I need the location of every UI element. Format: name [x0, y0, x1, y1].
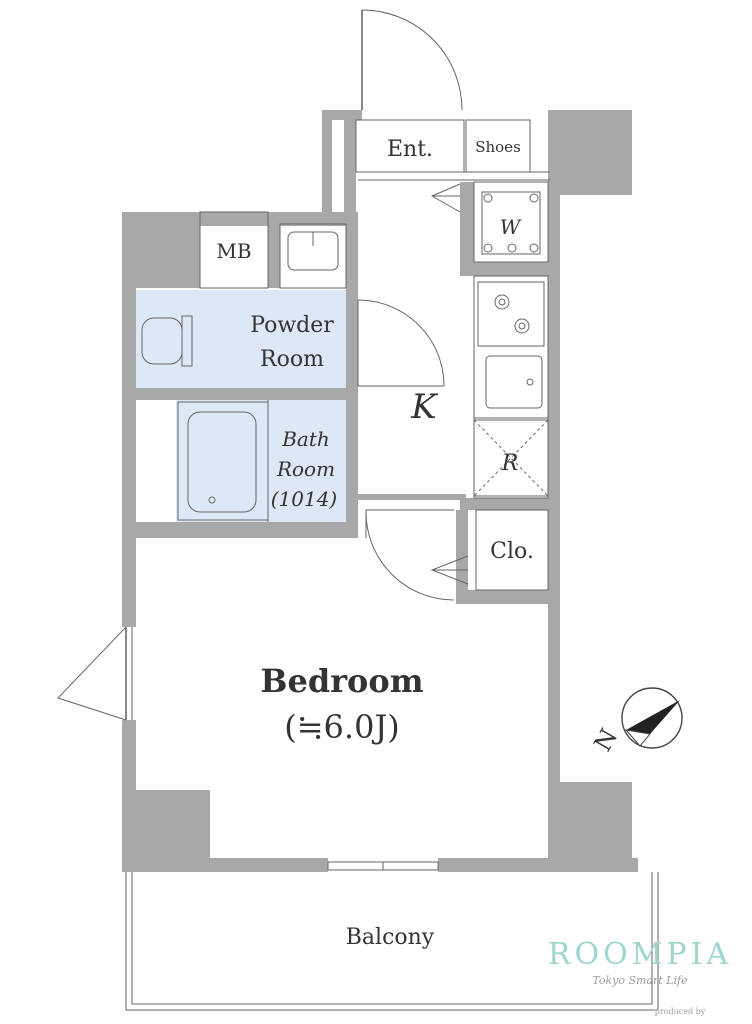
entrance-label: Ent.: [387, 137, 433, 162]
bath-room-size: (1014): [271, 487, 338, 511]
produced-by: produced by: [655, 1007, 706, 1016]
shoe-closet-door[interactable]: [430, 183, 461, 213]
walls: [122, 110, 638, 872]
bedroom-side-window[interactable]: [57, 626, 133, 721]
balcony-label: Balcony: [346, 925, 435, 950]
powder-room-door[interactable]: [357, 299, 445, 387]
brand-logo: ROOMPIA: [548, 937, 732, 972]
brand-watermark: ROOMPIA Tokyo Smart Life produced by: [548, 937, 732, 1016]
bedroom-size: (≒6.0J): [284, 708, 400, 746]
compass-north-label: N: [589, 724, 624, 756]
bedroom-door[interactable]: [365, 509, 455, 601]
entrance-door[interactable]: [361, 9, 463, 111]
powder-room-label-1: Powder: [250, 313, 334, 338]
bedroom-label: Bedroom: [260, 662, 423, 700]
powder-room: Powder Room: [136, 290, 346, 388]
washer-space: W: [473, 181, 549, 263]
meter-box-label: MB: [216, 239, 251, 263]
closet-label: Clo.: [490, 539, 534, 564]
bath-room: Bath Room (1014): [176, 400, 346, 522]
compass-needle-icon: [626, 700, 680, 734]
bath-room-label-2: Room: [276, 457, 335, 481]
kitchen: K: [410, 275, 549, 499]
brand-tagline: Tokyo Smart Life: [592, 974, 688, 987]
bath-room-label-1: Bath: [281, 427, 330, 451]
closet: Clo.: [475, 509, 549, 591]
closet-door[interactable]: [430, 555, 469, 585]
washer-label: W: [500, 215, 522, 239]
refrigerator-label: R: [501, 451, 519, 476]
powder-room-label-2: Room: [260, 347, 324, 372]
balcony-window[interactable]: [327, 861, 439, 871]
washbasin: [279, 223, 347, 289]
kitchen-label: K: [410, 387, 439, 427]
entrance-area: Ent.: [355, 119, 550, 181]
balcony: Balcony: [125, 872, 659, 1011]
refrigerator-space: R: [473, 419, 549, 497]
meter-box: MB: [199, 211, 269, 289]
bedroom: Bedroom (≒6.0J): [260, 662, 423, 746]
compass: N: [589, 687, 683, 756]
shoes-cabinet: Shoes: [465, 119, 531, 173]
shoes-label: Shoes: [475, 138, 521, 156]
